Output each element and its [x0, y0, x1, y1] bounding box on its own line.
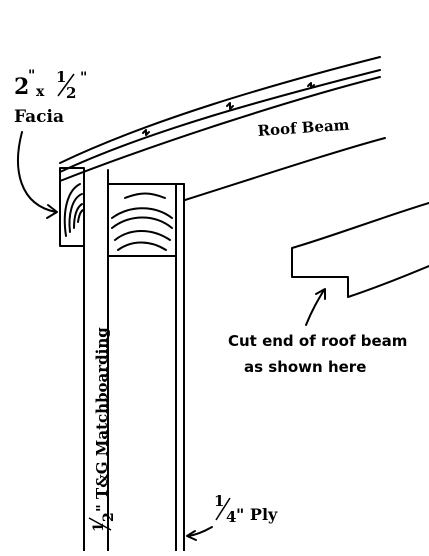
facia-board-top [59, 56, 381, 164]
facia-arrow [17, 131, 57, 213]
facia-size-den: 2 [66, 84, 76, 102]
ply-den: 4 [226, 508, 236, 526]
facia-size-x: x [36, 84, 45, 100]
roof-beam-bottom [184, 137, 386, 201]
facia-label: Facia [14, 107, 64, 127]
roof-beam-label: Roof Beam [257, 116, 350, 140]
facia-size-fraction-bar [57, 73, 75, 97]
cut-end-beam-outline [291, 202, 429, 298]
matchboarding-text: " T&G Matchboarding [93, 327, 111, 512]
ply-label: 1 4 " Ply [214, 492, 278, 526]
facia-size-inch-mark-2: " [80, 70, 87, 86]
ply-arrow [187, 526, 213, 537]
tongue-groove-joint [226, 102, 234, 110]
matchboarding-num: 1 [91, 522, 107, 532]
matchboarding-den: 2 [101, 512, 117, 522]
tongue-groove-joint [307, 82, 315, 89]
facia-arrowhead [46, 204, 58, 219]
roof-beam-top [59, 76, 381, 182]
facia-size-label: 2 " x 1 2 " [14, 68, 87, 102]
facia-size-inch-mark: " [28, 68, 35, 84]
cut-end-arrow [305, 289, 325, 326]
facia-size-whole: 2 [14, 74, 29, 100]
top-plate-grain [111, 192, 173, 251]
ply-fraction-bar [215, 497, 231, 521]
ply-num: 1 [214, 492, 224, 510]
matchboarding-label: 1 2 " T&G Matchboarding [88, 327, 117, 532]
facia-board-bottom [59, 69, 381, 173]
cut-end-label-line1: Cut end of roof beam [228, 332, 407, 350]
cut-end-label-line2: as shown here [244, 358, 366, 376]
ply-arrowhead [186, 530, 197, 541]
ply-text: " Ply [236, 505, 278, 524]
cut-end-arrowhead [315, 288, 326, 300]
tongue-groove-joint [142, 129, 150, 136]
facia-end-grain [63, 183, 84, 237]
matchboarding-fraction-bar [88, 517, 112, 531]
top-plate-end [107, 183, 177, 257]
facia-size-num: 1 [56, 68, 66, 86]
